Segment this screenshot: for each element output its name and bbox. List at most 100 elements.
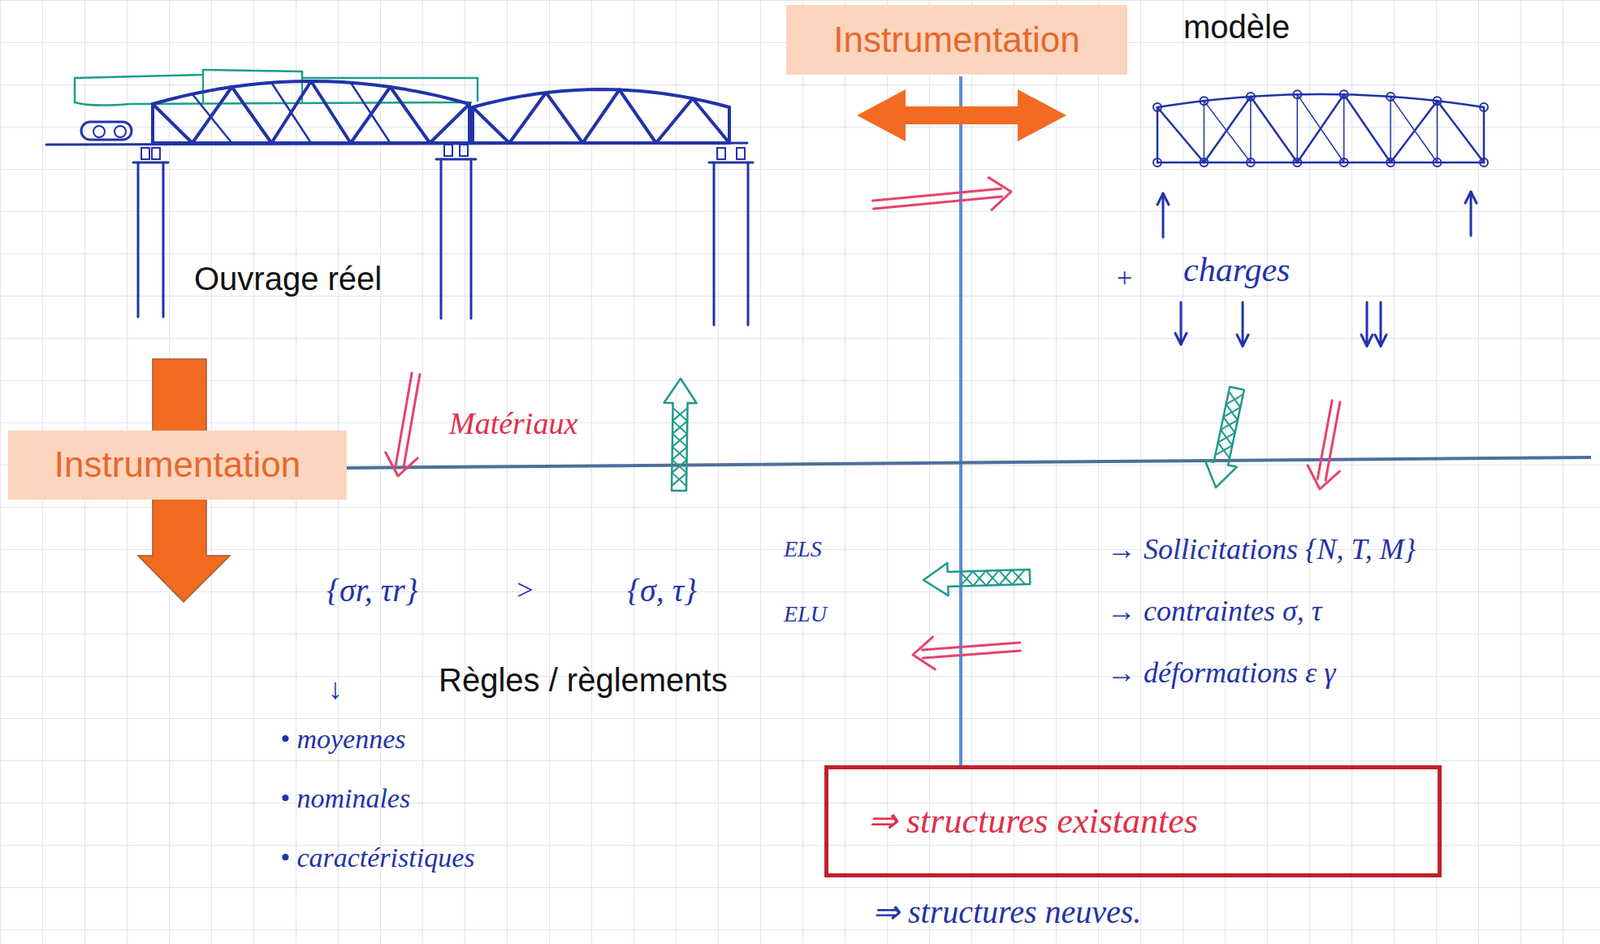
hatched-arrow (664, 378, 697, 491)
hatch (671, 459, 687, 473)
truss-diagonal (350, 82, 391, 143)
axis-line (346, 457, 1592, 468)
inequality-sign: > (514, 573, 535, 607)
double-arrow (1307, 465, 1340, 489)
hatch (672, 420, 688, 434)
truss-post (1297, 94, 1299, 163)
load-arrow (1379, 302, 1383, 346)
train-outline (74, 69, 478, 103)
hatch (672, 407, 688, 421)
hatch (672, 407, 688, 421)
pier (470, 159, 473, 319)
truss-post (1343, 94, 1345, 163)
hatched-arrow (1205, 386, 1245, 488)
design-stress: {σ, τ} (627, 571, 697, 610)
truss-diagonal (509, 92, 546, 143)
hatch (998, 570, 1012, 585)
resistance-stress: {σr, τr} (326, 571, 419, 610)
load-arrow (1361, 334, 1373, 346)
truss-diagonal (692, 98, 730, 143)
pier (747, 162, 750, 325)
load-arrow (1236, 334, 1249, 346)
result-item: → Sollicitations {N, T, M} (1107, 532, 1416, 567)
truss-chord (1157, 161, 1484, 165)
materials-label: Matériaux (449, 406, 578, 442)
new-structures: ⇒ structures neuves. (872, 893, 1142, 931)
hatch (672, 433, 688, 447)
down-mark: ↓ (328, 672, 343, 706)
hatch (972, 570, 987, 586)
joint (1479, 158, 1488, 167)
truss-diagonal (1437, 100, 1484, 163)
hatch (1223, 406, 1241, 417)
bearing (717, 147, 726, 160)
pier-cap (133, 161, 169, 165)
limit-state: ELU (783, 601, 827, 628)
truss-post (1483, 107, 1485, 163)
truss-diagonal (429, 103, 470, 143)
truss-diagonal (1203, 96, 1250, 163)
truss-diagonal (1390, 96, 1437, 163)
limit-state: ELS (783, 536, 822, 563)
load-arrow (1375, 334, 1387, 346)
hatch (1215, 445, 1233, 455)
support-arrow (1470, 191, 1473, 236)
instrumentation-tag: Instrumentation (786, 4, 1128, 75)
truss-diagonal (1344, 94, 1391, 163)
joint (1479, 103, 1488, 112)
truss-post (1203, 100, 1206, 163)
truss-post (1389, 96, 1392, 163)
node-text: Instrumentation (54, 444, 301, 486)
truss-diagonal (472, 107, 510, 143)
joint (1153, 103, 1162, 112)
truss-diagonal (1297, 94, 1344, 163)
truss-diagonal (152, 103, 193, 143)
truss-post (727, 107, 731, 143)
truss-post (1436, 100, 1439, 163)
hatch (671, 472, 687, 486)
double-arrow (922, 650, 1021, 658)
joint (1292, 158, 1302, 167)
double-arrow (873, 188, 1002, 201)
joint (1292, 90, 1302, 99)
truss-post (1249, 96, 1252, 163)
joint (1433, 158, 1442, 167)
hatch (672, 446, 688, 460)
joint (1340, 90, 1349, 99)
double-arrow (912, 636, 935, 670)
truss-diagonal (1203, 100, 1250, 163)
joint (1246, 158, 1255, 167)
truss-diagonal (1297, 94, 1344, 163)
hatch (1220, 419, 1238, 430)
value-type: • nominales (280, 782, 411, 814)
double-arrow (403, 374, 420, 468)
highlight-box: ⇒ structures existantes (824, 765, 1442, 878)
joint (1340, 158, 1349, 167)
hatch (1011, 570, 1026, 585)
node-text: ⇒ structures existantes (867, 800, 1198, 843)
wheel (114, 125, 126, 138)
truss-post (1483, 107, 1486, 163)
load-arrow (1241, 302, 1245, 346)
truss-diagonal (311, 81, 351, 143)
bearing (459, 144, 468, 156)
hatch (672, 420, 688, 434)
truss-diagonal (545, 92, 583, 143)
bearing (141, 147, 150, 160)
structure-title: Ouvrage réel (194, 259, 382, 298)
truss-post (471, 107, 475, 143)
truss-chord (152, 81, 470, 104)
truss-diagonal (1250, 96, 1298, 163)
joint (1199, 96, 1208, 105)
truss-diagonal (582, 89, 619, 143)
hatch (1226, 394, 1244, 405)
truss-diagonal (619, 89, 657, 143)
double-arrow (1325, 402, 1341, 480)
joint (1386, 158, 1395, 167)
hatch (672, 459, 688, 473)
joint (1386, 92, 1395, 101)
pier (162, 162, 165, 317)
result-item: → déformations ε γ (1107, 656, 1336, 690)
hatch (1011, 569, 1025, 584)
double-arrow (385, 452, 418, 476)
